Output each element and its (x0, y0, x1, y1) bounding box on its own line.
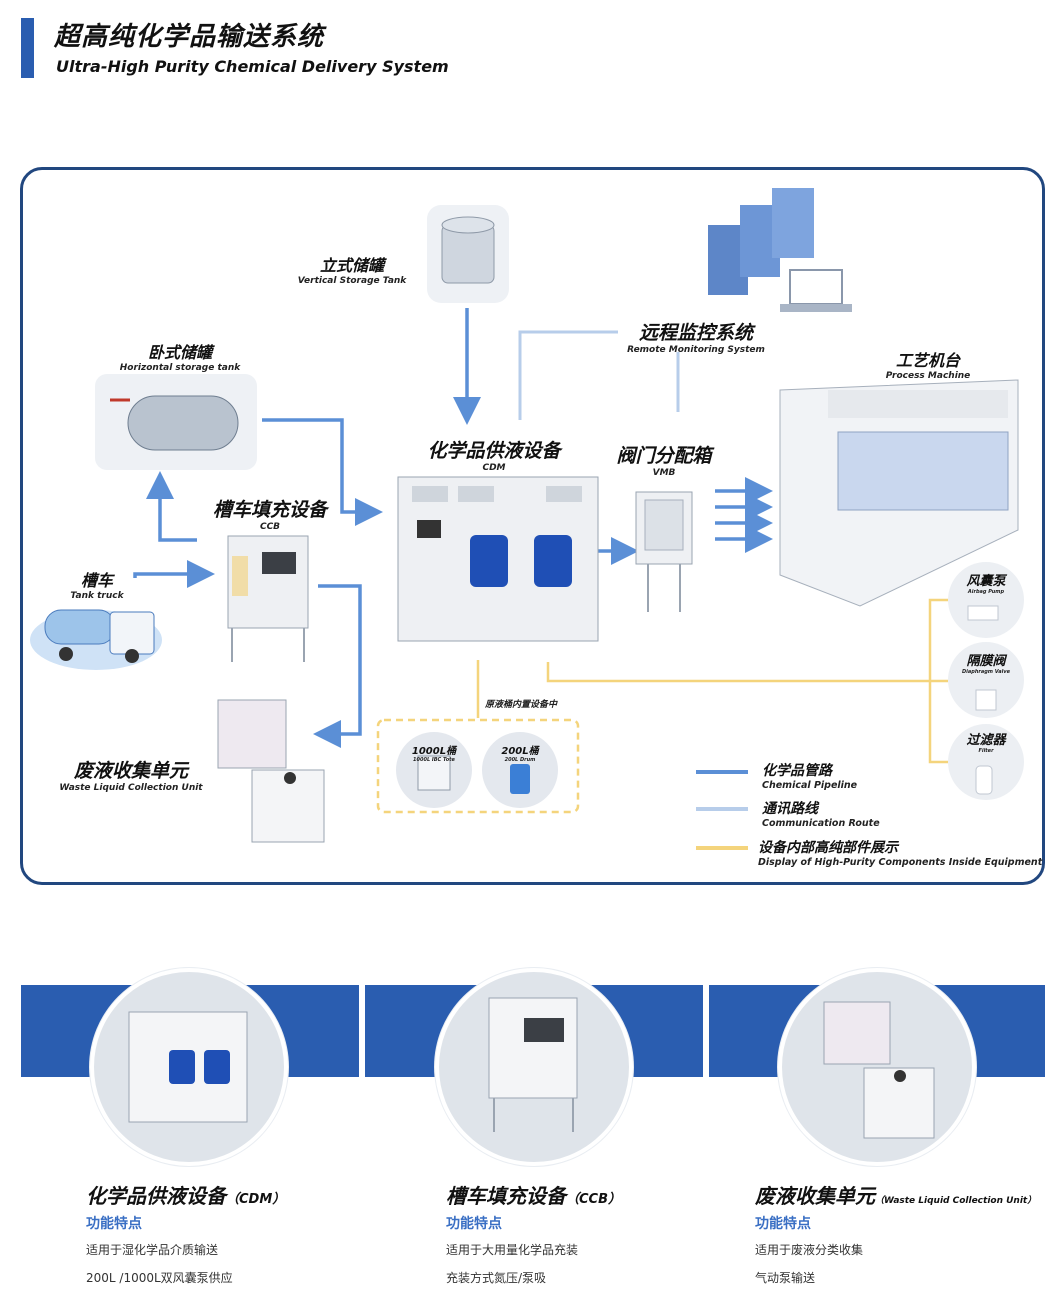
legend-item-component-display: 设备内部高纯部件展示 Display of High-Purity Compon… (758, 840, 1043, 868)
component-display-lines (376, 598, 948, 814)
inner-container-note: 原液桶内置设备中 (484, 700, 558, 710)
card-title: 槽车填充设备（CCB） (446, 1184, 621, 1208)
feature-label: 功能特点 (755, 1216, 811, 1232)
diagram-connections (30, 188, 1024, 850)
tank-truck-illustration (30, 609, 162, 670)
ccb-illustration (227, 535, 309, 662)
process-machine-label: 工艺机台 Process Machine (885, 351, 971, 381)
server-illustration (708, 188, 852, 312)
cdm-label: 化学品供液设备 CDM (427, 440, 561, 473)
filter-label: 过滤器 Filter (966, 733, 1006, 754)
card-ccb: 槽车填充设备（CCB） 功能特点 适用于大用量化学品充装 充装方式氮压/泵吸 (446, 1180, 746, 1286)
card-waste: 废液收集单元（Waste Liquid Collection Unit） 功能特… (755, 1180, 1055, 1286)
ccb-photo (488, 997, 578, 1132)
waste-photo-circle (778, 968, 976, 1166)
page-subtitle: Ultra-High Purity Chemical Delivery Syst… (56, 57, 449, 76)
component-circles (948, 562, 1024, 800)
remote-monitoring-label: 远程监控系统 Remote Monitoring System (627, 322, 765, 355)
airbag-pump-label: 风囊泵 Airbag Pump (966, 574, 1006, 595)
ibc-label: 1000L桶 1000L IBC Tote (411, 746, 457, 763)
vmb-label: 阀门分配箱 VMB (616, 445, 712, 478)
vmb-illustration (635, 491, 693, 612)
container-circles (396, 732, 558, 808)
cdm-photo (128, 1011, 248, 1123)
waste-unit-label: 废液收集单元 Waste Liquid Collection Unit (59, 760, 203, 793)
waste-unit-illustration (217, 699, 325, 843)
cdm-photo-circle (90, 968, 288, 1166)
ccb-photo-circle (435, 968, 633, 1166)
diaphragm-valve-label: 隔膜阀 Diaphragm Valve (962, 654, 1010, 675)
ccb-label: 槽车填充设备 CCB (212, 499, 328, 532)
legend-item-communication-route: 通讯路线 Communication Route (762, 801, 880, 829)
drum-label: 200L桶 200L Drum (501, 746, 539, 763)
process-machine-illustration (779, 379, 1019, 607)
cdm-illustration (397, 476, 599, 642)
vertical-tank-illustration (427, 205, 509, 303)
legend-item-chemical-pipeline: 化学品管路 Chemical Pipeline (762, 763, 858, 791)
card-title: 废液收集单元（Waste Liquid Collection Unit） (755, 1184, 1037, 1208)
title-accent-bar (21, 18, 34, 78)
horizontal-tank-label: 卧式储罐 Horizontal storage tank (119, 343, 241, 373)
diagram-frame (20, 167, 1045, 885)
vertical-tank-label: 立式储罐 Vertical Storage Tank (297, 256, 407, 286)
card-cdm: 化学品供液设备（CDM） 功能特点 适用于湿化学品介质输送 200L /1000… (86, 1180, 386, 1286)
feature-label: 功能特点 (446, 1216, 502, 1232)
feature-label: 功能特点 (86, 1216, 142, 1232)
legend-swatches (696, 770, 748, 850)
horizontal-tank-illustration (95, 374, 257, 470)
communication-route-lines (518, 330, 680, 420)
waste-photo (823, 1001, 935, 1139)
card-title: 化学品供液设备（CDM） (86, 1184, 286, 1208)
chemical-pipeline-lines (133, 308, 773, 748)
page-title: 超高纯化学品输送系统 (54, 22, 325, 52)
tank-truck-label: 槽车 Tank truck (70, 571, 124, 601)
